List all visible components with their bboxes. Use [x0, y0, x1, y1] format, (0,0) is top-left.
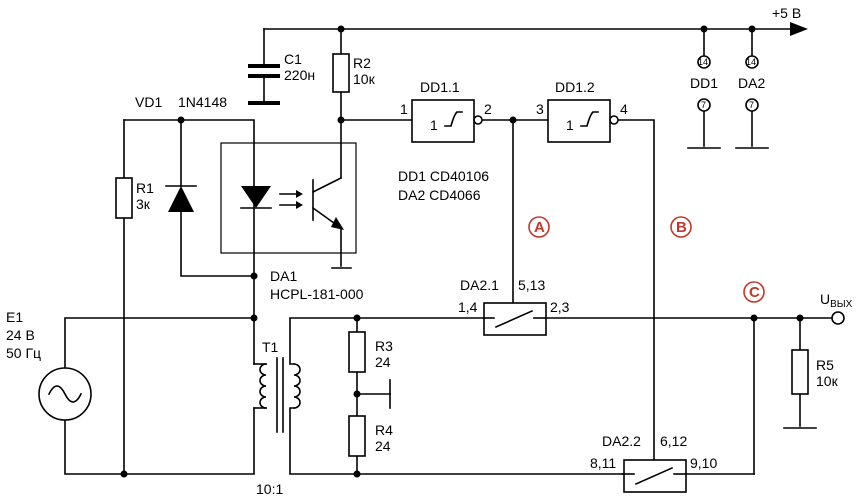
- junctions: [120, 25, 804, 478]
- junction: [353, 390, 361, 398]
- junction: [120, 470, 128, 478]
- e1-voltage: 24 В: [6, 327, 35, 343]
- switch-da2-1: DA2.1 5,13 1,4 2,3: [458, 277, 570, 336]
- test-point-c-label: C: [749, 284, 760, 301]
- gate-dd1-2: 1 DD1.2 3 4: [536, 79, 628, 143]
- gate-dd1-1: 1 DD1.1 1 2: [400, 79, 492, 143]
- junction: [353, 314, 361, 322]
- test-point-b-label: B: [676, 219, 687, 236]
- r5-ref: R5: [816, 357, 834, 373]
- junction: [250, 272, 258, 280]
- t1-ratio: 10:1: [256, 481, 283, 497]
- da2-1-ref: DA2.1: [460, 277, 499, 293]
- power-pins-da2: 14 DA2 7: [738, 55, 765, 112]
- da2-1-pin-left: 1,4: [458, 299, 478, 315]
- da2-part-label: DA2 CD4066: [398, 187, 481, 203]
- da2-2-ctrl-pins: 6,12: [660, 433, 687, 449]
- junction: [796, 314, 804, 322]
- junction: [750, 314, 758, 322]
- da2-2-ref: DA2.2: [602, 433, 641, 449]
- junction: [337, 116, 345, 124]
- led-symbol: [241, 186, 271, 208]
- supply-label: +5 В: [772, 5, 801, 21]
- resistor-r2: R2 10к: [332, 53, 376, 93]
- dd1-vcc-pin: 14: [698, 57, 708, 67]
- vd1-part: 1N4148: [178, 94, 227, 110]
- t1-ref: T1: [262, 339, 279, 355]
- dd1-gnd-pin: 7: [701, 100, 706, 110]
- gate-dd1-1-pin-out: 2: [484, 101, 492, 117]
- r5-value: 10к: [816, 373, 839, 389]
- diode-vd1: [165, 185, 197, 212]
- gate-dd1-1-ref: DD1.1: [420, 79, 460, 95]
- gate-dd1-2-symbol: 1: [566, 117, 574, 133]
- vd1-ref: VD1: [135, 94, 162, 110]
- r1-ref: R1: [136, 180, 154, 196]
- sine-wave-icon: [47, 385, 83, 403]
- r2-ref: R2: [353, 55, 371, 71]
- da2-2-pin-right: 9,10: [690, 455, 717, 471]
- da2-1-ctrl-pins: 5,13: [518, 277, 545, 293]
- c1-ref: C1: [284, 51, 302, 67]
- da1-ref: DA1: [270, 268, 297, 284]
- junction: [700, 25, 708, 33]
- gate-dd1-2-pin-in: 3: [536, 101, 544, 117]
- junction: [337, 25, 345, 33]
- junction: [509, 116, 517, 124]
- dd1-part-label: DD1 CD40106: [398, 168, 489, 184]
- junction: [250, 314, 258, 322]
- test-point-a: A: [528, 216, 550, 238]
- r3-value: 24: [375, 354, 391, 370]
- gate-dd1-1-pin-in: 1: [400, 101, 408, 117]
- resistor-r5: R5 10к: [791, 349, 839, 395]
- gate-dd1-1-symbol: 1: [430, 117, 438, 133]
- gate-dd1-2-ref: DD1.2: [555, 79, 595, 95]
- resistor-r4: R4 24: [348, 415, 393, 457]
- da2-2-pin-left: 8,11: [590, 455, 616, 471]
- r1-value: 3к: [136, 196, 151, 212]
- junction: [748, 25, 756, 33]
- r4-ref: R4: [375, 422, 393, 438]
- da2-1-pin-right: 2,3: [550, 299, 570, 315]
- junction: [177, 116, 185, 124]
- da2-vcc-pin: 14: [746, 57, 756, 67]
- r2-value: 10к: [353, 71, 376, 87]
- e1-ref: E1: [6, 309, 23, 325]
- switch-da2-2: DA2.2 6,12 8,11 9,10: [590, 433, 717, 493]
- gate-dd1-2-pin-out: 4: [620, 101, 628, 117]
- wires: [64, 22, 833, 475]
- resistor-r3: R3 24: [348, 331, 393, 373]
- test-point-c: C: [743, 281, 765, 303]
- dd1-power-ref: DD1: [690, 75, 718, 91]
- r3-ref: R3: [375, 338, 393, 354]
- c1-value: 220н: [284, 67, 315, 83]
- resistor-r1: R1 3к: [115, 177, 154, 219]
- ac-source-e1: E1 24 В 50 Гц: [6, 309, 92, 421]
- da2-power-ref: DA2: [738, 75, 765, 91]
- junction: [353, 470, 361, 478]
- output-label: UВЫХ: [820, 291, 853, 310]
- da2-gnd-pin: 7: [749, 100, 754, 110]
- output-terminal: UВЫХ: [820, 291, 853, 325]
- test-point-a-label: A: [534, 219, 545, 236]
- power-pins-dd1: 14 DD1 7: [690, 55, 718, 112]
- transformer-t1: T1 10:1: [256, 339, 301, 497]
- da1-part: HCPL-181-000: [270, 286, 364, 302]
- test-point-b: B: [670, 216, 692, 238]
- optocoupler-da1: [220, 142, 357, 254]
- r4-value: 24: [375, 438, 391, 454]
- capacitor-c1: C1 220н: [248, 51, 315, 105]
- e1-frequency: 50 Гц: [6, 345, 41, 361]
